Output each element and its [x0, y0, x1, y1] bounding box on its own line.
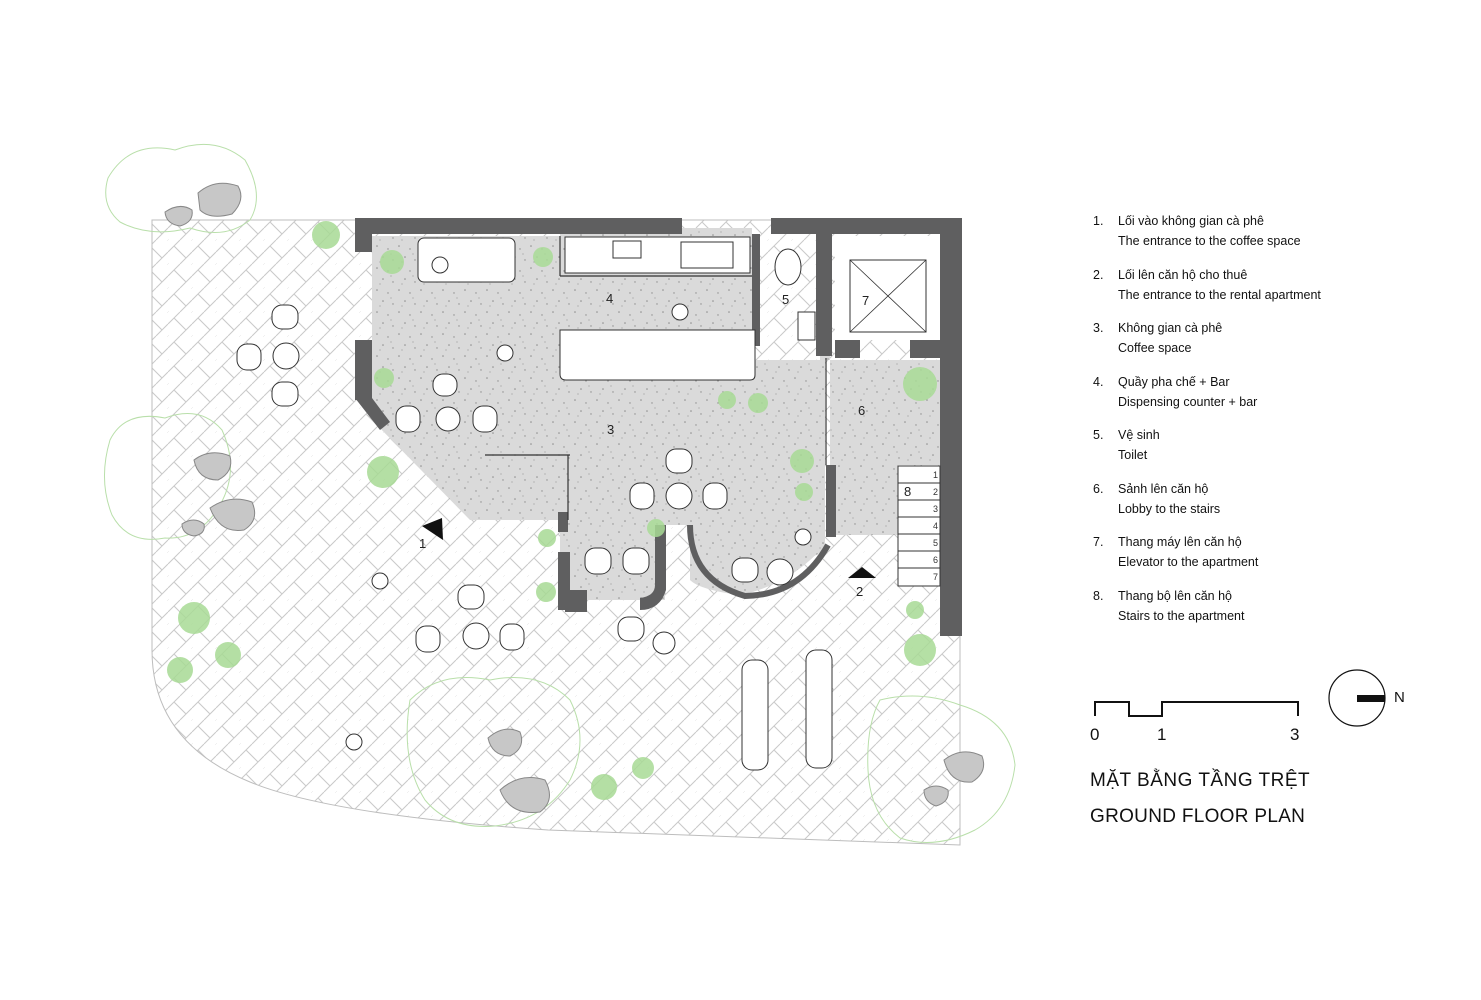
stair-step-label: 1	[933, 470, 938, 480]
legend-number: 4.	[1093, 374, 1104, 389]
legend-item: 8. Thang bộ lên căn hộ Stairs to the apart…	[1093, 587, 1453, 641]
scale-bar	[1094, 701, 1299, 717]
legend-label-en: Elevator to the apartment	[1118, 555, 1259, 569]
stair-step-label: 3	[933, 504, 938, 514]
scale-label: 1	[1157, 725, 1166, 744]
stair-step-label: 4	[933, 521, 938, 531]
legend-label-en: Toilet	[1118, 448, 1148, 462]
legend-number: 1.	[1093, 214, 1104, 228]
plan-title-en: GROUND FLOOR PLAN	[1090, 806, 1306, 827]
stair-run	[897, 465, 941, 587]
room-label-stairs: 8	[904, 484, 911, 499]
stair-step-label: 6	[933, 555, 938, 565]
room-label-entrance-apartment: 2	[856, 584, 863, 599]
stair-step-label: 2	[933, 487, 938, 497]
toilet-sink	[797, 311, 816, 341]
walls	[355, 218, 962, 636]
north-label: N	[1394, 689, 1405, 706]
furniture	[236, 304, 794, 655]
stair-step-label: 7	[933, 572, 938, 582]
legend-item: 7. Thang máy lên căn hộ Elevator to the ap…	[1093, 533, 1453, 587]
plan-title-vi: MẶT BẰNG TẦNG TRỆT	[1090, 770, 1311, 791]
entrance-arrow-icon	[848, 567, 876, 578]
legend-label-en: The entrance to the rental apartment	[1118, 287, 1321, 302]
room-label-toilet: 5	[782, 292, 789, 307]
legend-number: 8.	[1093, 588, 1104, 603]
people	[345, 256, 812, 751]
stair-landing-floor	[832, 465, 898, 535]
legend-label-vi: Quầy pha chế + Bar	[1118, 374, 1230, 389]
legend-label-en: Coffee space	[1118, 341, 1192, 355]
legend-label-en: Stairs to the apartment	[1118, 608, 1245, 623]
legend-label-vi: Thang bộ lên căn hộ	[1118, 588, 1232, 603]
sink	[680, 241, 734, 269]
legend-number: 7.	[1093, 535, 1104, 549]
room-label-coffee-space: 3	[607, 422, 614, 437]
partitions	[485, 236, 831, 600]
legend-label-vi: Vệ sinh	[1118, 428, 1160, 442]
room-label-lobby: 6	[858, 403, 865, 418]
rocks	[164, 182, 985, 814]
legend-label-en: Dispensing counter + bar	[1118, 394, 1258, 409]
room-label-entrance-coffee: 1	[419, 536, 426, 551]
legend-label-en: Lobby to the stairs	[1118, 501, 1221, 516]
scale-label: 3	[1290, 725, 1299, 744]
coffee-machine	[612, 240, 642, 259]
legend-label-vi: Thang máy lên căn hộ	[1118, 535, 1242, 549]
legend-number: 5.	[1093, 428, 1104, 442]
legend-item: 6. Sảnh lên căn hộ Lobby to the stairs	[1093, 480, 1453, 534]
legend-label-vi: Lối vào không gian cà phê	[1118, 214, 1264, 228]
legend-label-en: The entrance to the coffee space	[1118, 234, 1301, 248]
legend-number: 6.	[1093, 481, 1104, 496]
sofa	[417, 237, 516, 283]
legend-label-vi: Không gian cà phê	[1118, 321, 1223, 335]
legend-number: 2.	[1093, 267, 1104, 282]
room-label-bar: 4	[606, 291, 613, 306]
plants	[167, 221, 937, 800]
motorbikes	[741, 649, 833, 771]
legend-label-vi: Lối lên căn hộ cho thuê	[1118, 267, 1248, 282]
scale-label: 0	[1090, 725, 1099, 744]
room-label-elevator: 7	[862, 293, 869, 308]
north-arrow-icon	[1328, 669, 1386, 727]
bar-counter	[559, 329, 756, 381]
legend-label-vi: Sảnh lên căn hộ	[1118, 481, 1209, 496]
entrance-arrow-icon	[422, 518, 443, 540]
toilet	[774, 248, 802, 286]
legend-number: 3.	[1093, 321, 1104, 335]
stair-step-label: 5	[933, 538, 938, 548]
